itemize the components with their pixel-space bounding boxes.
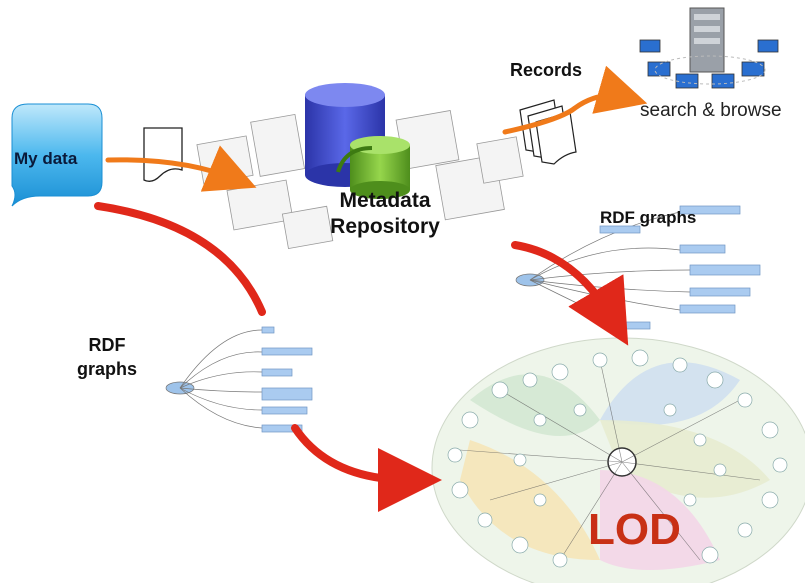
lod-label: LOD [588, 505, 681, 554]
speech-bubble-icon [11, 103, 103, 207]
rdf-graph-icon [165, 326, 313, 433]
computer-network-icon [639, 7, 779, 89]
rdf-left-line2: graphs [76, 359, 137, 379]
rdf-left-line1: RDF [88, 335, 126, 355]
rdf-graphs-left-label: RDF graphs [72, 333, 142, 381]
repository-line1: Metadata [339, 189, 431, 212]
search-browse-label: search & browse [640, 100, 782, 121]
repository-line2: Repository [330, 215, 440, 238]
metadata-repository-label: Metadata Repository [325, 188, 445, 240]
red-arrows [94, 202, 629, 512]
orange-arrows [105, 65, 648, 192]
lod-cloud-icon [431, 337, 805, 583]
my-data-label: My data [14, 149, 78, 168]
document-icon [143, 127, 183, 182]
records-label: Records [510, 60, 583, 80]
document-stack-icon [519, 99, 577, 165]
database-icon [305, 83, 410, 199]
rdf-graphs-top-label: RDF graphs [600, 208, 697, 227]
